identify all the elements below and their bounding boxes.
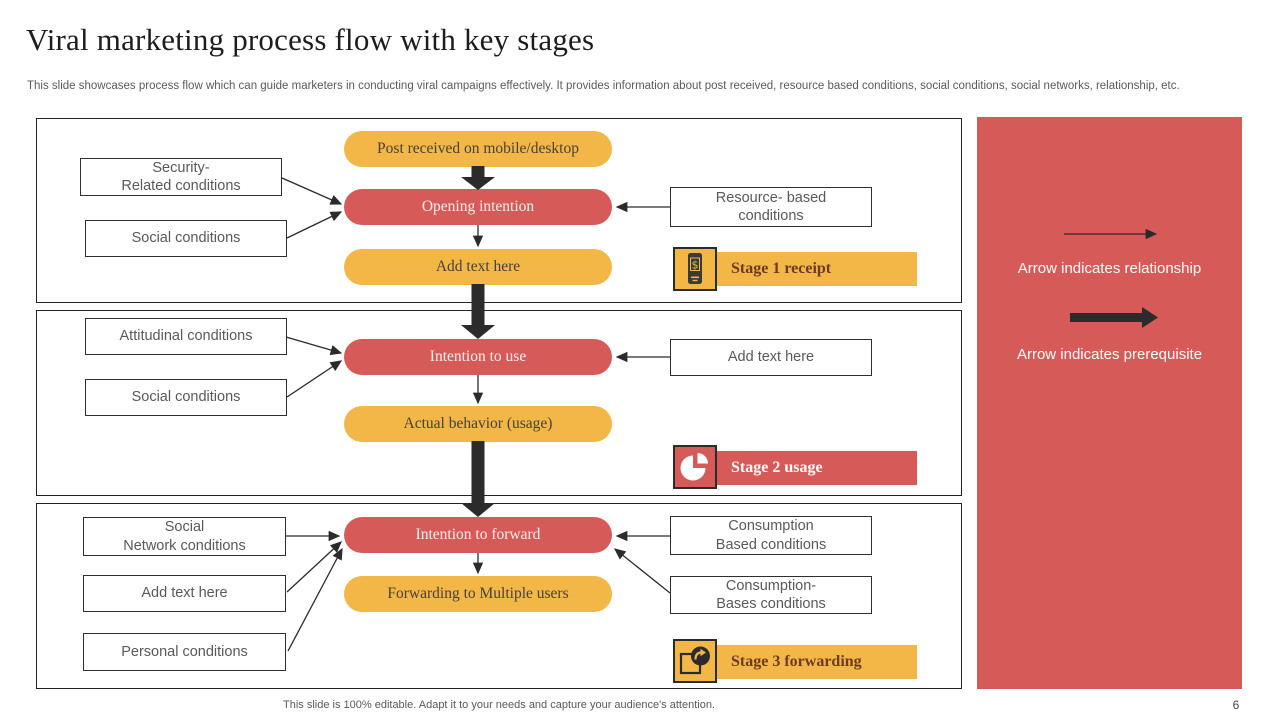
condition-box-resource-based: Resource- based conditions <box>670 187 872 227</box>
stage-3-badge-label: Stage 3 forwarding <box>716 645 917 679</box>
stage-3-badge-icon <box>673 639 717 683</box>
pill-intention-to-use: Intention to use <box>344 339 612 375</box>
dollar-bill-icon: $ <box>688 253 702 284</box>
condition-box-consumption-bases: Consumption- Bases conditions <box>670 576 872 614</box>
condition-box-add-text: Add text here <box>670 339 872 376</box>
condition-box-attitudinal: Attitudinal conditions <box>85 318 287 355</box>
stage-1-badge-label: Stage 1 receipt <box>716 252 917 286</box>
slide-subtitle: This slide showcases process flow which … <box>27 80 1180 92</box>
condition-box-social-network: Social Network conditions <box>83 517 286 556</box>
stage-2-badge-icon <box>673 445 717 489</box>
legend-relationship-label: Arrow indicates relationship <box>1017 260 1202 277</box>
condition-box-add-text-left: Add text here <box>83 575 286 612</box>
pill-actual-behavior: Actual behavior (usage) <box>344 406 612 442</box>
pill-intention-to-forward: Intention to forward <box>344 517 612 553</box>
pill-forwarding-multiple: Forwarding to Multiple users <box>344 576 612 612</box>
condition-box-security-related: Security- Related conditions <box>80 158 282 196</box>
page-number: 6 <box>1232 698 1240 712</box>
stage-1-badge-icon: $ <box>673 247 717 291</box>
stage-2-badge-label: Stage 2 usage <box>716 451 917 485</box>
condition-box-consumption-based: Consumption Based conditions <box>670 516 872 555</box>
pill-opening-intention: Opening intention <box>344 189 612 225</box>
pie-chart-icon <box>680 453 708 481</box>
share-forward-icon <box>679 646 710 675</box>
condition-box-personal: Personal conditions <box>83 633 286 671</box>
condition-box-social-2: Social conditions <box>85 379 287 416</box>
svg-text:$: $ <box>692 259 699 272</box>
condition-box-social-1: Social conditions <box>85 220 287 257</box>
pill-post-received: Post received on mobile/desktop <box>344 131 612 167</box>
pill-add-text-here-1: Add text here <box>344 249 612 285</box>
legend-panel: Arrow indicates relationship Arrow indic… <box>977 117 1242 689</box>
page-title: Viral marketing process flow with key st… <box>26 22 595 57</box>
legend-prerequisite-label: Arrow indicates prerequisite <box>1016 346 1203 363</box>
footer-note: This slide is 100% editable. Adapt it to… <box>283 699 715 711</box>
